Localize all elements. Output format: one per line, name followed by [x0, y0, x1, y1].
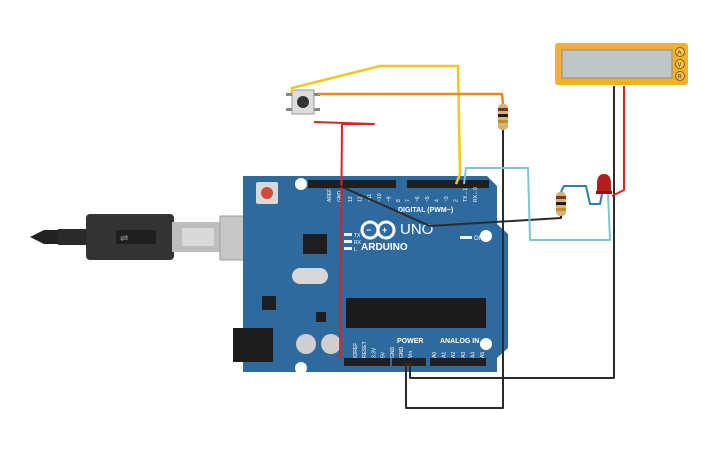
aref-label: AREF [327, 189, 333, 202]
power-pin-label: RESET [362, 341, 368, 358]
wire-red-5v[interactable] [313, 121, 375, 361]
power-pin-label: GND [390, 347, 396, 359]
wire-yellow[interactable] [290, 64, 462, 185]
power-pin-label: Vin [408, 351, 414, 358]
analog-pin-label: A2 [451, 352, 457, 358]
analog-pin-label: A4 [470, 352, 476, 358]
usb-cable[interactable]: ⇌ [30, 214, 269, 261]
mode-v[interactable]: V [678, 63, 682, 69]
power-jack[interactable] [233, 328, 273, 362]
power-pin-label: 3.3V [371, 347, 377, 358]
analog-pin-label: A0 [432, 352, 438, 358]
rx-label: RX [354, 240, 362, 246]
wire-black-gnd-1[interactable] [405, 130, 504, 409]
wire-led-link[interactable] [560, 185, 603, 205]
svg-text:⇌: ⇌ [120, 233, 128, 244]
wire-cyan[interactable] [463, 167, 611, 241]
svg-text:−: − [366, 225, 371, 235]
wires [290, 64, 625, 409]
mode-r[interactable]: R [678, 75, 683, 81]
digital-label: DIGITAL (PWM~) [398, 207, 453, 214]
arduino-uno-board[interactable]: − + ARDUINO UNO ON TX RX L DIGITAL (PWM~… [233, 176, 508, 374]
digital-pin-label: ~9 [386, 196, 392, 202]
wire-orange[interactable] [318, 92, 505, 105]
resistor-2[interactable] [556, 192, 566, 216]
resistor-1[interactable] [498, 104, 508, 130]
svg-text:+: + [382, 225, 387, 235]
multimeter[interactable]: A V R [555, 43, 688, 85]
wire-black-pin[interactable] [339, 185, 562, 227]
digital-pin-label: ~6 [415, 196, 421, 202]
digital-pin-label: ~3 [444, 196, 450, 202]
gnd-label: GND [337, 191, 343, 203]
digital-pin-label: 7 [406, 199, 412, 202]
digital-pin-label: 2 [454, 199, 460, 202]
analog-pin-label: A5 [480, 352, 486, 358]
power-pin-label: IOREF [353, 343, 359, 358]
atmega-chip [346, 298, 486, 328]
analog-pin-label: A3 [461, 352, 467, 358]
brand-text: ARDUINO [361, 242, 408, 253]
on-label: ON [474, 236, 483, 242]
digital-pin-label: TX→1 [463, 188, 469, 202]
wire-red-meter[interactable] [611, 86, 625, 197]
digital-pin-label: 8 [396, 199, 402, 202]
red-led[interactable] [596, 174, 612, 194]
power-label: POWER [397, 338, 423, 345]
wire-black-gnd-2[interactable] [409, 86, 615, 379]
digital-pin-label: RX←0 [473, 187, 479, 202]
arduino-logo-icon: − + [360, 220, 396, 240]
digital-pin-label: 12 [358, 196, 364, 202]
power-pin-label: 5V [381, 351, 387, 358]
power-pin-label: GND [399, 347, 405, 359]
analog-label: ANALOG IN [440, 338, 479, 345]
model-text: UNO [400, 221, 433, 238]
mode-a[interactable]: A [678, 51, 682, 57]
tx-label: TX [354, 233, 361, 239]
digital-pin-label: ~5 [425, 196, 431, 202]
digital-pin-label: ~11 [367, 194, 373, 202]
digital-pin-label: ~10 [377, 193, 383, 202]
digital-pin-label: 13 [348, 196, 354, 202]
analog-pin-label: A1 [442, 352, 448, 358]
digital-pin-label: 4 [434, 199, 440, 202]
pushbutton[interactable] [286, 89, 320, 115]
l-label: L [354, 247, 357, 253]
